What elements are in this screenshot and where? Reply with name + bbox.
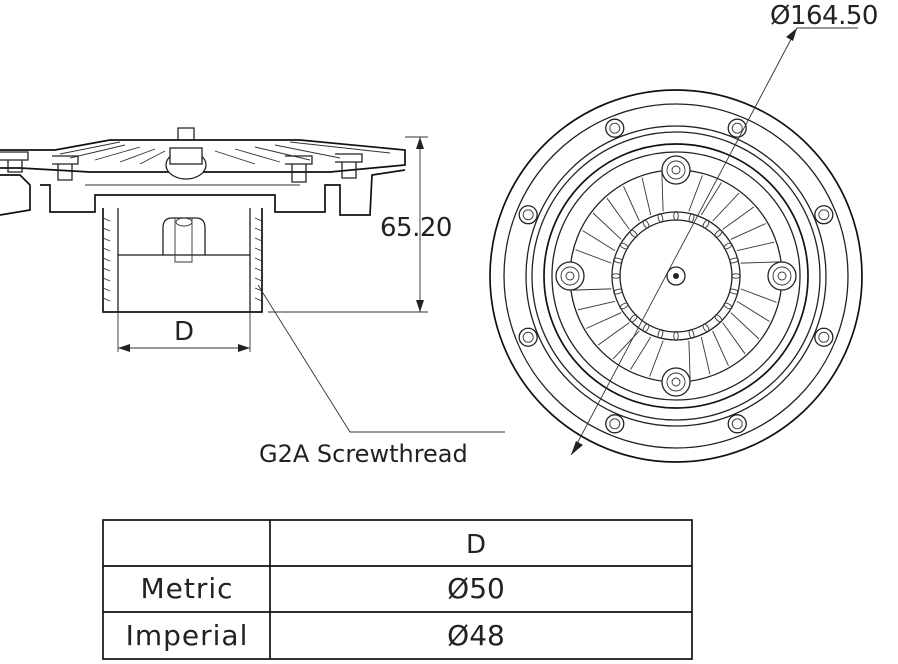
bolt-hole-inner	[609, 122, 621, 134]
grate-spoke	[688, 340, 691, 380]
grate-slot	[673, 211, 679, 221]
top-view	[489, 27, 863, 463]
grate-slot	[629, 229, 638, 238]
grate-spoke	[597, 322, 630, 346]
grate-slot	[657, 329, 664, 339]
bolt-hole-inner	[609, 418, 621, 430]
table-header-d: D	[466, 530, 486, 560]
bolt-hole	[814, 205, 834, 225]
grate-slot	[714, 314, 723, 323]
grate-screw-head	[666, 372, 686, 392]
grate-slot	[619, 302, 629, 310]
grate-spoke	[722, 206, 755, 230]
grate-screw	[661, 367, 691, 397]
grate-spoke	[722, 322, 746, 355]
grate-slot	[702, 219, 710, 229]
grate-slot	[688, 213, 695, 223]
grate-spoke	[606, 197, 630, 230]
grate-spoke	[700, 182, 722, 216]
grate-slot	[619, 242, 629, 250]
grate-spoke	[577, 300, 616, 311]
bolt-hole	[727, 414, 747, 434]
grate-spoke	[641, 177, 652, 216]
grate-screw	[767, 261, 797, 291]
grate-spoke	[712, 192, 740, 222]
grate-spoke	[688, 175, 703, 212]
table-row-metric-label: Metric	[140, 572, 233, 605]
grate-screw-hole	[671, 377, 681, 387]
grate-screw	[555, 261, 585, 291]
grate-spoke	[586, 312, 622, 329]
grate-spoke	[736, 241, 775, 252]
bolt-hole-inner	[522, 209, 534, 221]
grate-slot	[613, 257, 623, 264]
grate-slot	[714, 229, 723, 238]
grate-screw-hole	[671, 165, 681, 175]
grate-slot	[702, 323, 710, 333]
grate-spoke	[730, 223, 766, 240]
bolt-hole	[605, 414, 625, 434]
grate-spoke	[700, 336, 711, 375]
grate-spoke	[649, 340, 664, 377]
bolt-hole	[727, 118, 747, 138]
table-row-metric-value: Ø50	[447, 572, 505, 605]
grate-slot	[723, 242, 733, 250]
grate-screw-head	[772, 266, 792, 286]
bolt-hole	[518, 205, 538, 225]
grate-spoke	[740, 288, 777, 303]
grate-spoke	[736, 300, 770, 322]
grate-spoke	[582, 230, 616, 252]
grate-screw-head	[666, 160, 686, 180]
bolt-hole	[814, 327, 834, 347]
grate-spoke	[623, 186, 640, 222]
diameter-dimension-label: Ø164.50	[770, 1, 878, 31]
grate-slot	[673, 331, 679, 341]
grate-screw-head	[560, 266, 580, 286]
grate-spoke	[730, 312, 760, 340]
grate-slot	[657, 213, 664, 223]
side-view	[0, 127, 505, 433]
grate-slot	[688, 329, 695, 339]
bolt-hole	[518, 327, 538, 347]
grate-spoke	[572, 288, 612, 291]
grate-slot	[723, 302, 733, 310]
grate-slot	[729, 288, 739, 295]
bolt-hole-inner	[818, 209, 830, 221]
bolt-hole-inner	[731, 418, 743, 430]
grate-slot	[629, 314, 638, 323]
grate-spoke	[740, 261, 780, 264]
bolt-hole-inner	[522, 331, 534, 343]
grate-slot	[613, 288, 623, 295]
grate-slot	[642, 323, 650, 333]
grate-spoke	[661, 172, 664, 212]
grate-spoke	[712, 330, 729, 366]
grate-spoke	[575, 249, 612, 264]
grate-screw-hole	[777, 271, 787, 281]
grate-slot	[611, 273, 621, 279]
grate-slot	[642, 219, 650, 229]
height-dimension-label: 65.20	[380, 213, 452, 243]
grate-slot	[731, 273, 741, 279]
dimension-table	[102, 519, 693, 660]
grate-slot	[729, 257, 739, 264]
bolt-hole-inner	[818, 331, 830, 343]
grate-screw-hole	[565, 271, 575, 281]
table-row-imperial-label: Imperial	[126, 619, 249, 652]
table-row-imperial-value: Ø48	[447, 619, 505, 652]
bore-dimension-label: D	[174, 317, 194, 347]
bolt-hole-inner	[731, 122, 743, 134]
screwthread-callout: G2A Screwthread	[259, 440, 468, 468]
grate-screw	[661, 155, 691, 185]
grate-spoke	[630, 336, 652, 370]
grate-spoke	[592, 212, 622, 240]
bolt-hole	[605, 118, 625, 138]
grate-spoke	[612, 330, 640, 360]
